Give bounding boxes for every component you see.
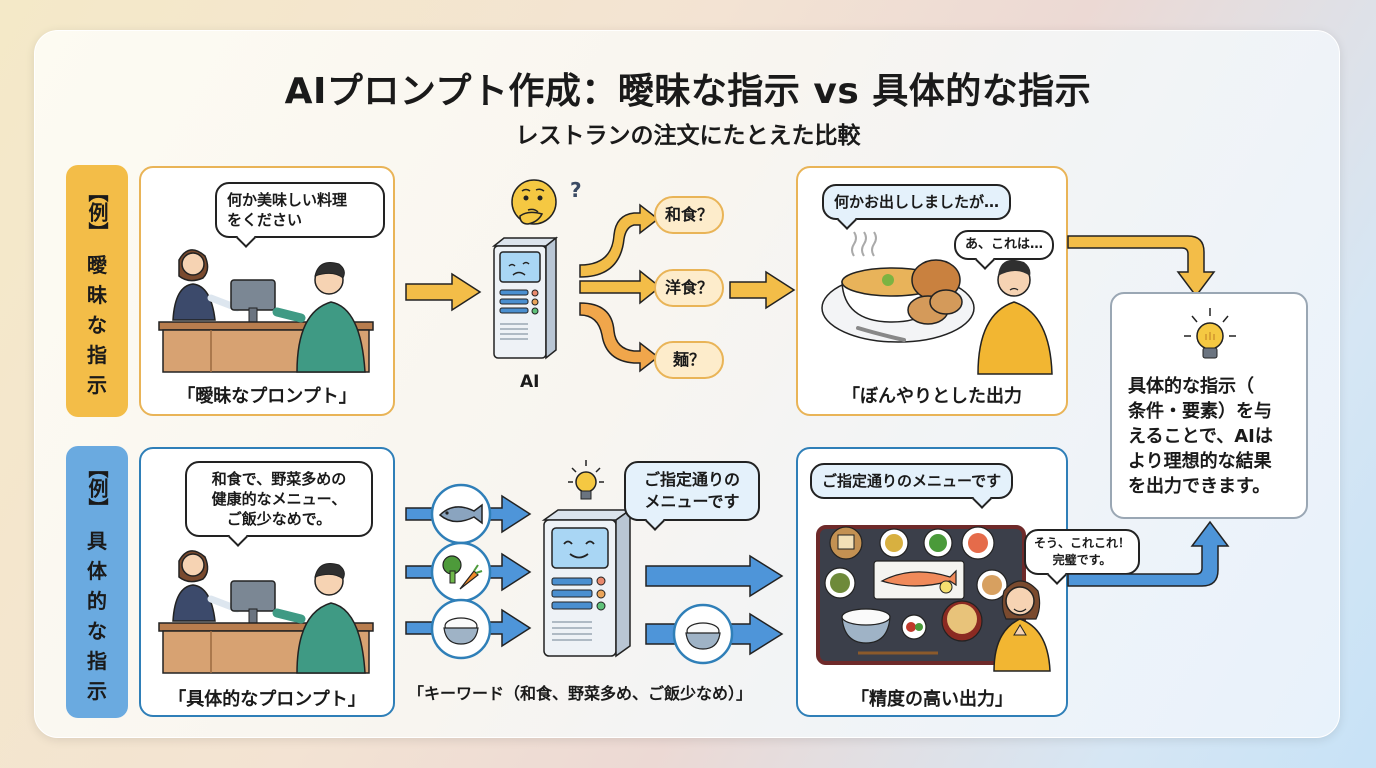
ai-server-confused-icon (491, 236, 559, 360)
speech-line: ご指定通りのメニューです (822, 472, 1002, 490)
side-tab-char: 的 (87, 589, 107, 613)
side-tab-specific: 【例】 具 体 的 な 指 示 (66, 446, 128, 718)
keywords-caption: 「キーワード（和食、野菜多め、ご飯少なめ）」 (408, 684, 753, 703)
panel-caption: 「曖昧なプロンプト」 (177, 386, 357, 407)
fish-icon (430, 483, 492, 545)
monitor-icon (230, 279, 276, 323)
arrow-right-icon (405, 272, 482, 312)
summary-box: 具体的な指示（ 条件・要素）を与 えることで、AIは より理想的な結果 を出力で… (1110, 292, 1308, 519)
speech-line: あ、これは… (965, 237, 1044, 252)
speech-line: メニューです (644, 492, 740, 511)
customer-speech-bubble: 和食で、野菜多めの 健康的なメニュー、 ご飯少なめで。 (185, 461, 373, 547)
side-tab-char: 示 (87, 679, 107, 703)
server-speech-bubble: 何かお出ししましたが… (822, 184, 1012, 230)
restaurant-counter-illustration (158, 249, 374, 373)
customer-man-icon (272, 262, 366, 373)
summary-line: 条件・要素）を与 (1128, 401, 1272, 422)
speech-line: 完璧です。 (1052, 553, 1112, 567)
vegetables-icon (430, 541, 492, 603)
arrow-right-icon (645, 554, 784, 598)
branch-arrow-down (579, 302, 660, 373)
rice-bowl-icon (430, 598, 492, 660)
side-tab-char: 指 (87, 343, 107, 367)
lightbulb-icon (568, 460, 604, 500)
speech-line: をください (227, 211, 303, 229)
option-men: 麺？ (654, 341, 724, 379)
side-tab-char: 曖 (87, 253, 107, 277)
branch-arrow-middle (579, 269, 662, 305)
soup-and-bread-illustration (821, 231, 1053, 375)
panel-caption: 「ぼんやりとした出力 (842, 386, 1022, 407)
ai-speech-bubble: ご指定通りの メニューです (624, 461, 760, 531)
side-tab-char: 具 (87, 529, 107, 553)
side-tab-bracket: 【例】 (85, 182, 109, 242)
vague-output-panel: 何かお出ししましたが… あ、これは… 「ぼんやりとした出力 (796, 166, 1068, 416)
option-yoshoku: 洋食？ (654, 269, 724, 307)
side-tab-char: 体 (87, 559, 107, 583)
summary-line: 具体的な指示（ (1128, 376, 1254, 397)
arrow-up-to-summary (1067, 520, 1230, 587)
staff-woman-icon (172, 249, 241, 321)
customer-speech-bubble: 何か美味しい料理 をください (215, 182, 385, 248)
option-washoku: 和食？ (654, 196, 724, 234)
speech-line: そう、これこれ！ (1034, 536, 1131, 550)
question-mark-icon: ? (570, 178, 582, 202)
server-speech-bubble: ご指定通りのメニューです (810, 463, 1014, 509)
speech-line: ご飯少なめで。 (226, 510, 332, 528)
ai-server-happy-icon (541, 508, 633, 658)
page-title: AIプロンプト作成：曖昧な指示 vs 具体的な指示 (284, 71, 1092, 112)
lightbulb-icon (1184, 308, 1236, 359)
restaurant-counter-illustration (158, 550, 374, 674)
specific-output-panel: ご指定通りのメニューです そう、これこれ！ 完璧です。 「精度の高い出力」 (796, 447, 1141, 717)
side-tab-vague: 【例】 曖 昧 な 指 示 (66, 165, 128, 417)
happy-woman-icon (993, 580, 1051, 672)
branch-arrow-up (579, 203, 660, 278)
customer-reaction-bubble: そう、これこれ！ 完璧です。 (1024, 529, 1141, 585)
speech-line: ご指定通りの (643, 470, 740, 489)
side-tab-bracket: 【例】 (85, 458, 109, 518)
branch-arrows (579, 203, 662, 373)
specific-prompt-panel: 和食で、野菜多めの 健康的なメニュー、 ご飯少なめで。 「具体的なプロンプト」 (139, 447, 395, 717)
customer-reaction-bubble: あ、これは… (954, 230, 1055, 270)
summary-line: を出力できます。 (1128, 476, 1271, 497)
rice-bowl-icon (672, 603, 734, 665)
speech-line: 何かお出ししましたが… (834, 193, 1000, 211)
thinking-face-icon (511, 179, 557, 225)
arrow-right-icon (729, 270, 796, 310)
side-tab-char: 昧 (87, 283, 107, 307)
vague-prompt-panel: 何か美味しい料理 をください 「曖昧なプロンプト」 (139, 166, 395, 416)
summary-line: えることで、AIは (1128, 426, 1273, 447)
speech-line: 何か美味しい料理 (227, 191, 348, 209)
side-tab-char: 指 (87, 649, 107, 673)
side-tab-char: な (87, 313, 107, 337)
disappointed-man-icon (977, 259, 1053, 375)
panel-caption: 「精度の高い出力」 (851, 689, 1013, 710)
monitor-icon (230, 580, 276, 624)
ai-label: AI (520, 372, 540, 392)
customer-man-icon (272, 563, 366, 674)
staff-woman-icon (172, 550, 241, 622)
side-tab-char: な (87, 619, 107, 643)
speech-line: 健康的なメニュー、 (211, 490, 347, 508)
side-tab-char: 示 (87, 373, 107, 397)
speech-line: 和食で、野菜多めの (211, 470, 347, 488)
summary-text: 具体的な指示（ 条件・要素）を与 えることで、AIは より理想的な結果 を出力で… (1128, 374, 1298, 499)
page-subtitle: レストランの注文にたとえた比較 (515, 123, 861, 149)
summary-line: より理想的な結果 (1128, 451, 1272, 472)
arrow-down-to-summary (1067, 235, 1216, 298)
japanese-set-meal-illustration (816, 525, 1051, 672)
panel-caption: 「具体的なプロンプト」 (168, 689, 366, 710)
